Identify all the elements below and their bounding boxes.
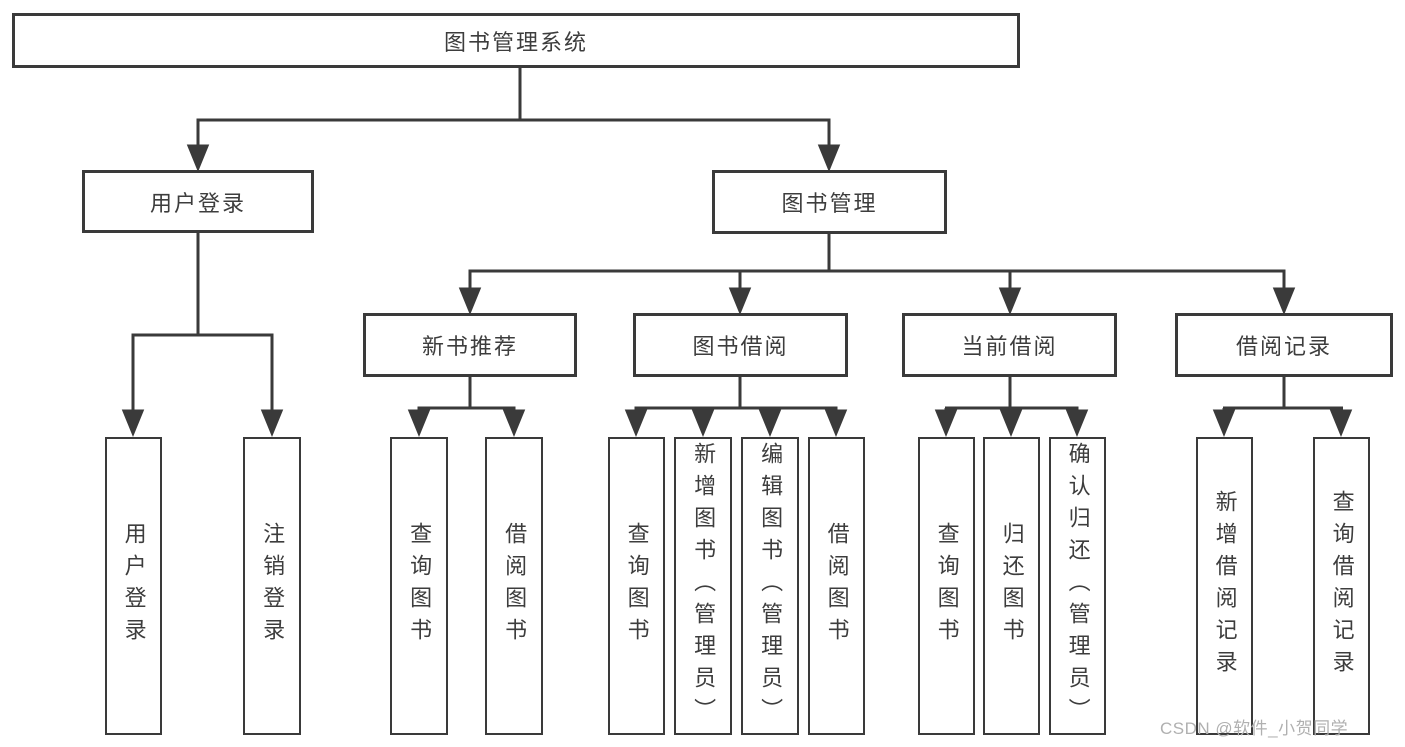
leaf-edit-books-admin-label: 编辑图书（管理员） [758, 442, 784, 730]
connector-user-login [121, 232, 284, 437]
node-book-mgmt: 图书管理 [712, 170, 947, 234]
connector-root [186, 67, 841, 172]
node-root-label: 图书管理系统 [443, 29, 588, 55]
leaf-add-borrow-record-label: 新增借阅记录 [1212, 490, 1238, 682]
leaf-return-books-label: 归还图书 [999, 522, 1025, 650]
leaf-user-login-label: 用户登录 [121, 522, 147, 650]
leaf-add-books-admin-label: 新增图书（管理员） [691, 442, 717, 730]
node-book-mgmt-label: 图书管理 [781, 191, 878, 216]
leaf-rec-borrow-books-label: 借阅图书 [502, 522, 528, 650]
connector-current-borrow [934, 376, 1089, 437]
node-user-login-label: 用户登录 [149, 190, 246, 216]
leaf-borrow-books-label: 借阅图书 [824, 522, 850, 650]
node-new-book-rec-label: 新书推荐 [421, 334, 518, 359]
leaf-add-books-admin: 新增图书（管理员） [674, 437, 732, 735]
leaf-rec-borrow-books: 借阅图书 [485, 437, 543, 735]
leaf-edit-books-admin: 编辑图书（管理员） [741, 437, 799, 735]
node-borrow-records: 借阅记录 [1175, 313, 1393, 377]
connector-new-book-rec [407, 376, 526, 437]
leaf-current-query-books-label: 查询图书 [934, 522, 960, 650]
node-book-borrow: 图书借阅 [633, 313, 848, 377]
leaf-query-borrow-record: 查询借阅记录 [1313, 437, 1370, 735]
leaf-rec-query-books: 查询图书 [390, 437, 448, 735]
leaf-logout-login: 注销登录 [243, 437, 301, 735]
node-new-book-rec: 新书推荐 [363, 313, 577, 377]
leaf-borrow-query-books: 查询图书 [608, 437, 665, 735]
node-book-borrow-label: 图书借阅 [692, 334, 789, 359]
node-current-borrow-label: 当前借阅 [961, 334, 1058, 359]
leaf-rec-query-books-label: 查询图书 [407, 522, 433, 650]
node-user-login: 用户登录 [82, 170, 314, 233]
leaf-add-borrow-record: 新增借阅记录 [1196, 437, 1253, 735]
leaf-user-login: 用户登录 [105, 437, 162, 735]
node-borrow-records-label: 借阅记录 [1235, 334, 1332, 359]
leaf-borrow-books: 借阅图书 [808, 437, 865, 735]
leaf-logout-login-label: 注销登录 [260, 522, 286, 650]
node-root: 图书管理系统 [12, 13, 1020, 68]
connector-book-mgmt [458, 233, 1296, 315]
leaf-query-borrow-record-label: 查询借阅记录 [1329, 490, 1355, 682]
connector-borrow-records [1212, 376, 1353, 437]
watermark: CSDN @软件_小贺同学 [1160, 719, 1349, 738]
leaf-current-query-books: 查询图书 [918, 437, 975, 735]
leaf-confirm-return-admin: 确认归还（管理员） [1049, 437, 1106, 735]
node-current-borrow: 当前借阅 [902, 313, 1117, 377]
leaf-return-books: 归还图书 [983, 437, 1040, 735]
leaf-confirm-return-admin-label: 确认归还（管理员） [1065, 442, 1091, 730]
connector-book-borrow [624, 376, 848, 437]
leaf-borrow-query-books-label: 查询图书 [624, 522, 650, 650]
